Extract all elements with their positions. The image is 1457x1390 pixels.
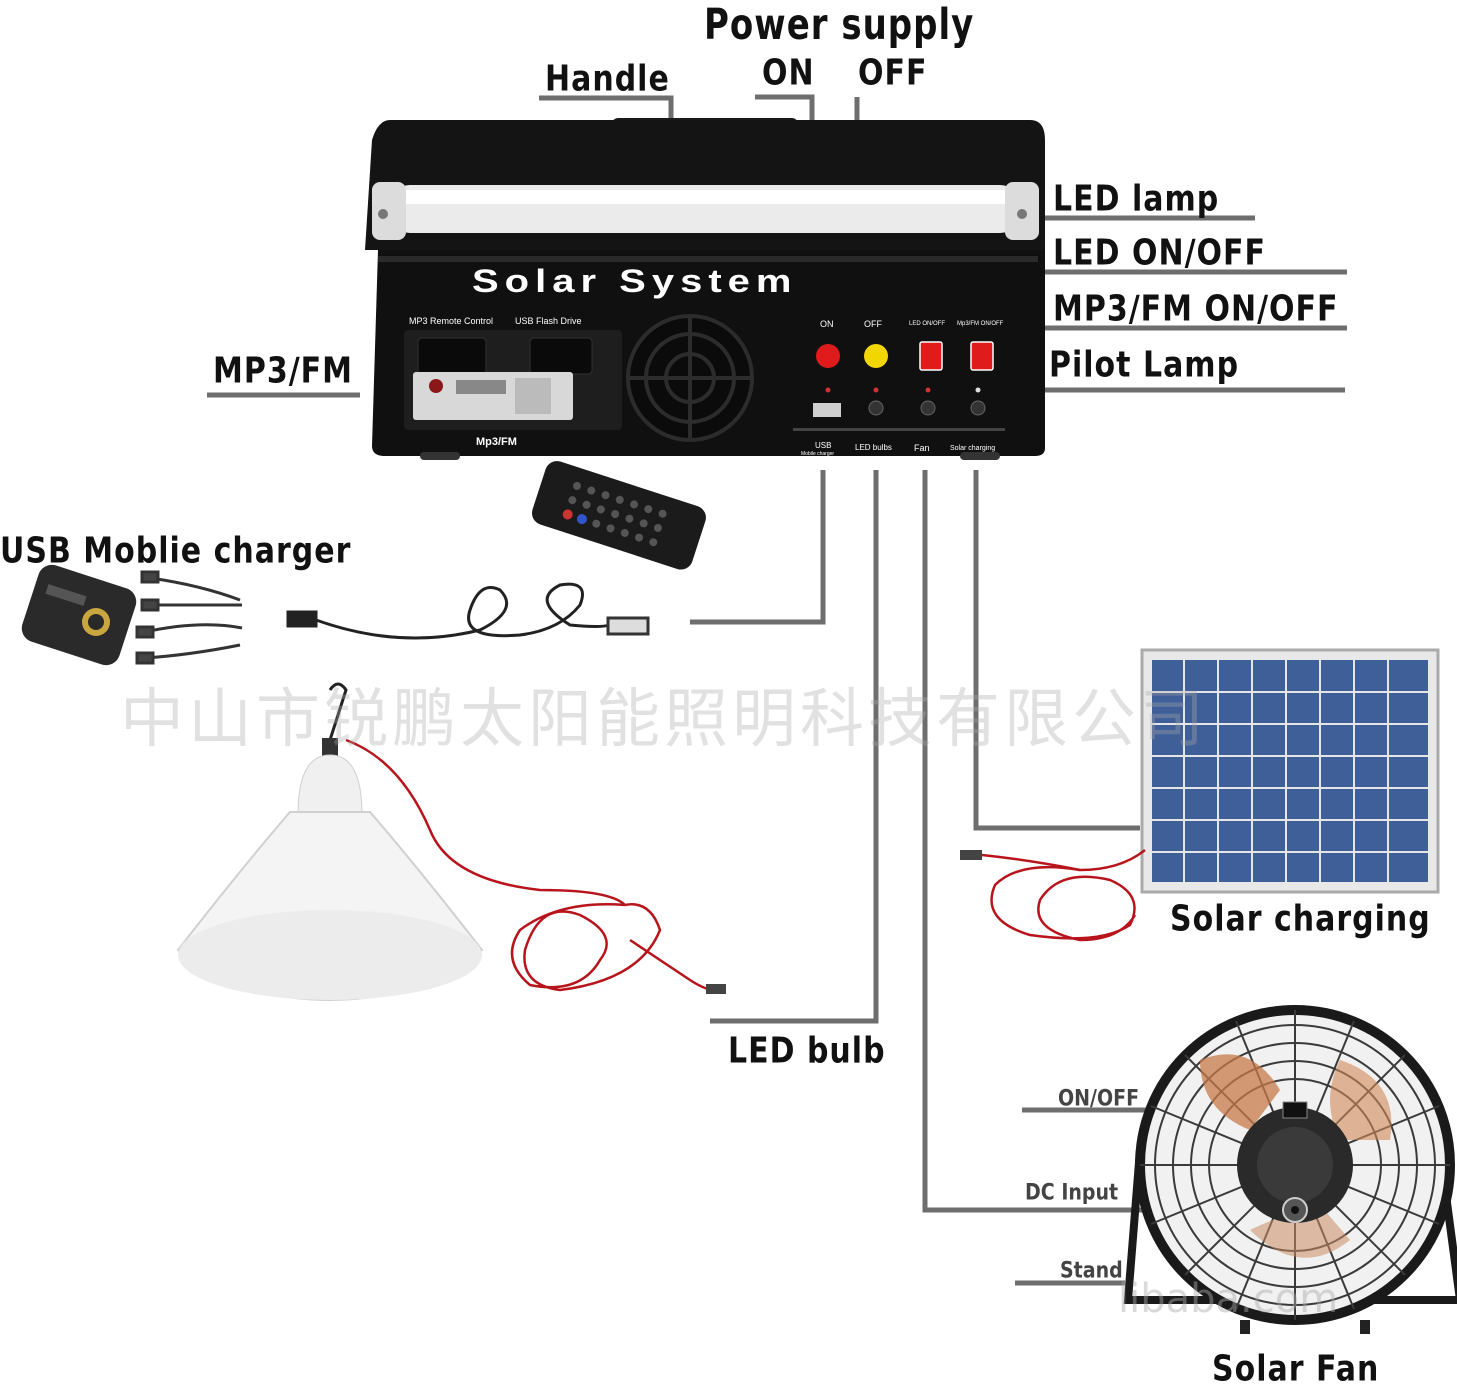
device-mp3fm-label: Mp3/FM xyxy=(476,436,517,448)
callout-mp3-fm-on-off: MP3/FM ON/OFF xyxy=(1053,288,1339,330)
solar-cable xyxy=(960,849,1146,942)
callout-pilot-lamp: Pilot Lamp xyxy=(1049,344,1240,386)
leader-led-bulb xyxy=(710,470,879,1024)
callout-solar-charging: Solar charging xyxy=(1170,898,1431,940)
usb-cable xyxy=(286,582,650,640)
watermark-company: 中山市锐鹏太阳能照明科技有限公司 xyxy=(120,683,1208,757)
device-brand: Solar System xyxy=(472,264,798,300)
callout-led-bulb: LED bulb xyxy=(728,1030,886,1072)
callout-power-supply: Power supply xyxy=(704,0,975,50)
callout-solar-fan: Solar Fan xyxy=(1212,1348,1380,1390)
bulb-cable xyxy=(345,738,726,994)
watermark-site: libaba.com xyxy=(1118,1276,1339,1322)
callout-off: OFF xyxy=(858,52,928,94)
led-bulb-lamp xyxy=(176,682,484,1002)
remote-control xyxy=(531,461,706,570)
leader-solar xyxy=(973,470,1140,831)
device-led-on-off-label: LED ON/OFF xyxy=(909,321,946,327)
device-mp3-on-off-label: Mp3/FM ON/OFF xyxy=(957,321,1004,327)
device-led-bulbs-label: LED bulbs xyxy=(855,443,892,452)
charger-tips xyxy=(135,570,243,665)
device-solar-charging-label: Solar charging xyxy=(950,445,996,452)
device-usb-flash-label: USB Flash Drive xyxy=(515,316,582,326)
device-mobile-charger-label: Mobile charger xyxy=(801,451,835,457)
solar-panel xyxy=(1140,648,1440,894)
callout-led-on-off: LED ON/OFF xyxy=(1053,232,1267,274)
device-mp3-remote-label: MP3 Remote Control xyxy=(409,316,494,326)
leader-usb xyxy=(690,470,826,625)
leader-handle xyxy=(539,95,674,118)
callout-stand: Stand xyxy=(1060,1258,1123,1284)
device-on-label: ON xyxy=(820,319,834,329)
solar-system-unit xyxy=(365,118,1045,460)
callout-handle: Handle xyxy=(545,58,670,100)
callout-on: ON xyxy=(762,52,815,94)
device-usb-label: USB xyxy=(815,441,832,450)
callout-usb-mobile-charger: USB Moblie charger xyxy=(0,530,352,572)
device-off-label: OFF xyxy=(864,319,882,329)
callout-fan-on-off: ON/OFF xyxy=(1058,1086,1140,1112)
callout-led-lamp: LED lamp xyxy=(1053,178,1220,220)
callout-dc-input: DC Input xyxy=(1025,1180,1119,1206)
solar-fan xyxy=(1123,1005,1457,1334)
callout-mp3-fm: MP3/FM xyxy=(213,350,354,392)
device-fan-label: Fan xyxy=(914,443,930,453)
phone-charger xyxy=(21,564,137,666)
